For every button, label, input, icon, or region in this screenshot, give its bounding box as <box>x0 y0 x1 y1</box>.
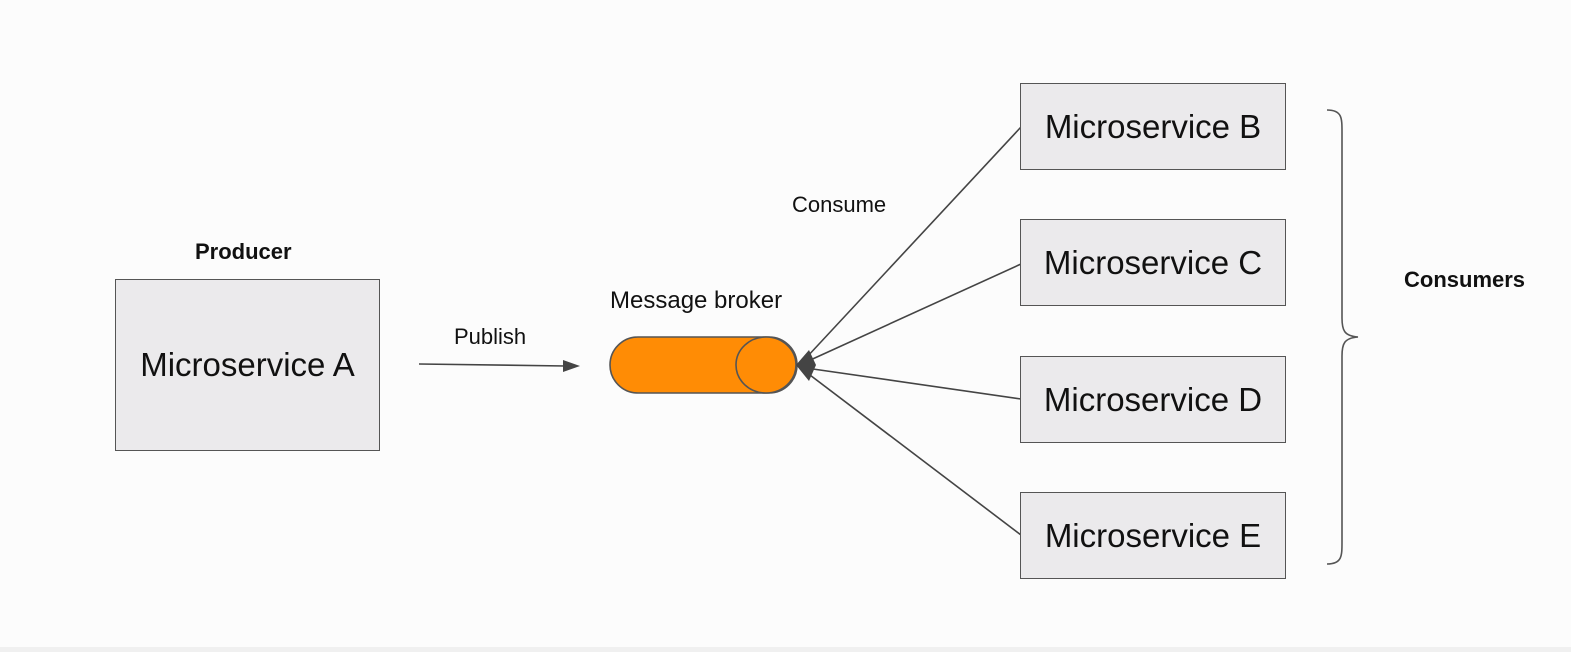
microservice-b-box: Microservice B <box>1020 83 1286 170</box>
consume-line-b <box>805 126 1022 359</box>
publish-arrowhead <box>563 360 580 372</box>
consumers-heading: Consumers <box>1404 267 1526 292</box>
microservice-e-box: Microservice E <box>1020 492 1286 579</box>
consume-arrowhead <box>796 350 816 381</box>
producer-heading: Producer <box>195 239 292 264</box>
consume-line-e <box>805 371 1022 536</box>
microservice-c-label: Microservice C <box>1043 243 1263 281</box>
message-broker-queue-icon <box>609 336 798 394</box>
consume-line-c <box>805 263 1022 363</box>
microservice-e-label: Microservice E <box>1044 516 1262 554</box>
microservice-a-label: Microservice A <box>140 346 355 383</box>
microservice-b-label: Microservice B <box>1044 107 1262 145</box>
microservice-d-label: Microservice D <box>1043 380 1263 418</box>
microservice-d-box: Microservice D <box>1020 356 1286 443</box>
message-broker-label: Message broker <box>610 287 783 314</box>
consume-line-d <box>805 367 1022 400</box>
bottom-divider <box>0 647 1571 652</box>
publish-label: Publish <box>454 324 527 349</box>
microservice-a-box: Microservice A <box>115 279 380 451</box>
microservice-c-box: Microservice C <box>1020 219 1286 306</box>
consume-label: Consume <box>792 192 887 217</box>
publish-arrow-line <box>418 363 567 367</box>
consumers-brace <box>1326 109 1359 565</box>
